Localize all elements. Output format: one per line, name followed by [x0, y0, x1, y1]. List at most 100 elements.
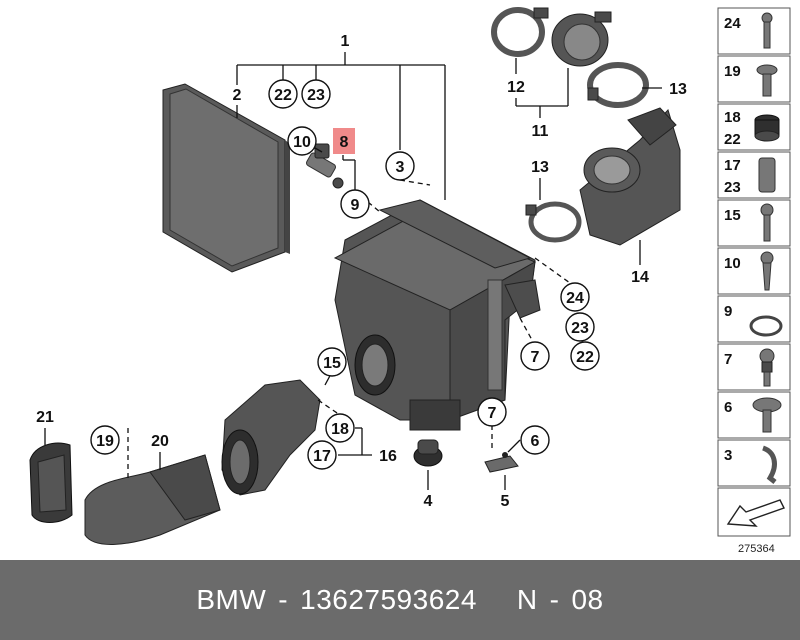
o-ring-icon: [749, 315, 783, 337]
direction-arrow-icon: [726, 499, 785, 527]
callout-6: 6: [531, 433, 540, 450]
callout-22-right: 22: [576, 349, 594, 366]
callout-1: 1: [341, 33, 350, 50]
legend-label-15: 15: [724, 207, 741, 224]
callout-17: 17: [313, 448, 331, 465]
callout-22-top: 22: [274, 87, 292, 104]
legend-label-17: 17: [724, 157, 741, 174]
legend-label-22: 22: [724, 131, 741, 148]
callout-23-top: 23: [307, 87, 325, 104]
callout-circle-10: [287, 126, 317, 156]
leader-lines: [44, 52, 662, 490]
legend-label-9: 9: [724, 303, 732, 320]
legend-cell-17-23: [717, 151, 791, 199]
parts-diagram: 1 2 22 23 10 8 3 9 12 11 13 13 14 24 23 …: [29, 7, 791, 555]
callout-circle-7b: [477, 397, 507, 427]
hardware-legend: 24 19 18 22 17 23 15 1: [717, 7, 791, 555]
footer-separator: -: [278, 584, 289, 615]
footer-brand: BMW: [196, 584, 267, 615]
screw-icon: [760, 203, 774, 242]
callout-circle-3: [385, 151, 415, 181]
legend-label-3: 3: [724, 447, 732, 464]
callout-8: 8: [340, 134, 349, 151]
legend-label-23: 23: [724, 179, 741, 196]
sensor-illustration: [305, 143, 344, 189]
callout-circle-7a: [520, 341, 550, 371]
callout-4: 4: [424, 493, 433, 510]
footer-separator-2: -: [549, 584, 560, 615]
legend-label-6: 6: [724, 399, 732, 416]
callout-9: 9: [351, 197, 360, 214]
air-filter-housing-illustration: [333, 199, 541, 431]
sleeve-icon: [758, 157, 776, 193]
callout-circle-18: [325, 413, 355, 443]
legend-cell-24: [717, 7, 791, 55]
callout-19: 19: [96, 433, 114, 450]
callout-circle-19: [90, 425, 120, 455]
callout-circle-22: [268, 79, 298, 109]
hose-clamp-12-illustration: [491, 7, 549, 57]
callout-7-lower: 7: [488, 405, 497, 422]
callout-5: 5: [501, 493, 510, 510]
diagram-reference-number: 275364: [738, 543, 775, 555]
callout-21: 21: [36, 409, 54, 426]
callout-circle-9: [340, 189, 370, 219]
legend-cell-19: [717, 55, 791, 103]
callout-circle-17: [307, 440, 337, 470]
callout-15: 15: [323, 355, 341, 372]
grommet-icon: [754, 114, 780, 142]
callouts: 1 2 22 23 10 8 3 9 12 11 13 13 14 24 23 …: [36, 33, 687, 510]
legend-label-7: 7: [724, 351, 732, 368]
callout-circle-22b: [570, 341, 600, 371]
callout-13-top: 13: [669, 81, 687, 98]
hose-clamp-13-top-illustration: [587, 62, 649, 108]
bracket-clip-icon: [761, 445, 777, 484]
intake-pipe-illustration: [579, 107, 681, 246]
callout-18: 18: [331, 421, 349, 438]
callout-3: 3: [396, 159, 405, 176]
callout-7-right: 7: [531, 349, 540, 366]
callout-circle-23: [301, 79, 331, 109]
legend-cell-3: [717, 439, 791, 487]
callout-circle-23b: [565, 312, 595, 342]
intake-duct-illustration: [221, 379, 321, 496]
callout-2: 2: [233, 87, 242, 104]
callout-16: 16: [379, 448, 397, 465]
air-filter-element-illustration: [162, 83, 290, 273]
callout-circle-15: [317, 347, 347, 377]
intake-grille-illustration: [29, 442, 73, 523]
callout-circle-24: [560, 282, 590, 312]
clip-rivet-icon: [752, 397, 782, 433]
legend-label-10: 10: [724, 255, 741, 272]
footer-part-number: 13627593624: [300, 584, 477, 615]
expanding-rivet-icon: [756, 64, 778, 97]
callout-12: 12: [507, 79, 525, 96]
part-number-footer: BMW - 13627593624 N - 08: [0, 560, 800, 640]
callout-10: 10: [293, 134, 311, 151]
callout-circle-6: [520, 425, 550, 455]
rubber-mount-illustration: [413, 439, 443, 467]
legend-label-18: 18: [724, 109, 741, 126]
legend-label-19: 19: [724, 63, 741, 80]
legend-label-24: 24: [724, 15, 741, 32]
bolt-icon: [761, 12, 773, 49]
footer-position-letter: N: [516, 584, 538, 615]
callout-11: 11: [532, 123, 549, 140]
legend-cell-10: [717, 247, 791, 295]
callout-23-right: 23: [571, 320, 589, 337]
callout-24: 24: [566, 290, 584, 307]
legend-cell-15: [717, 199, 791, 247]
callout-14: 14: [631, 269, 649, 286]
callout-13-lower: 13: [531, 159, 549, 176]
highlight-box-8: [333, 128, 355, 154]
intake-snorkel-illustration: [84, 454, 221, 545]
bracket-illustration: [484, 452, 519, 473]
self-tapping-screw-icon: [760, 251, 774, 291]
hose-clamp-13-lower-illustration: [525, 201, 582, 243]
legend-cell-6: [717, 391, 791, 439]
legend-cell-7: [717, 343, 791, 391]
footer-position-number: 08: [571, 584, 604, 615]
ball-stud-icon: [759, 348, 775, 387]
callout-20: 20: [151, 433, 169, 450]
intake-connector-illustration: [551, 11, 612, 67]
